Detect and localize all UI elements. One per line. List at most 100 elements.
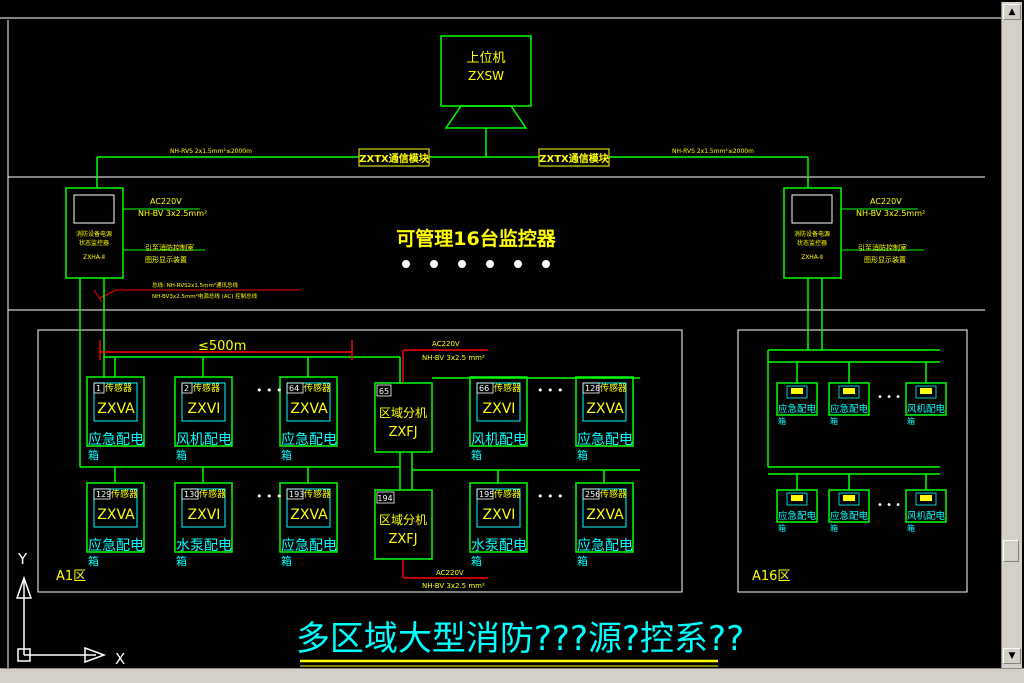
ellipsis-5: • • • (877, 392, 901, 403)
sensor-device-label: 应急配电 (281, 537, 337, 554)
mid-power-cable: NH-BV 3x2.5 mm² (422, 354, 485, 362)
splitter-1-num: 65 (379, 387, 389, 396)
left-power-cable: NH-BV 3x2.5mm² (138, 209, 207, 218)
a16-device-label: 应急配电 (778, 510, 817, 522)
sensor-device-label: 风机配电 (471, 432, 527, 448)
sensor-model: ZXVA (586, 507, 624, 523)
ucs-y-label: Y (17, 550, 28, 568)
a16-device-label: 风机配电 (907, 510, 946, 522)
sensor-model: ZXVI (483, 401, 516, 417)
sensor-tag: 传感器 (199, 488, 226, 500)
a16-device-suffix: 箱 (907, 523, 915, 533)
diagram-title: 多区域大型消防???源?控系?? (296, 619, 744, 659)
sensor-device-label: 应急配电 (88, 431, 144, 448)
sensor-number: 2 (184, 384, 189, 393)
bot-power-cable: NH-BV 3x2.5 mm² (422, 582, 485, 590)
monitor-left: 消防设备电源 状态监控器 ZXHA-Ⅱ (65, 187, 124, 279)
horizontal-scrollbar[interactable] (0, 668, 1024, 683)
sensor-tag: 传感器 (105, 382, 132, 394)
sensor-device-label: 应急配电 (577, 431, 633, 448)
sensor-tag: 传感器 (600, 488, 627, 500)
ellipsis-1: • • • (256, 384, 282, 397)
scroll-thumb[interactable] (1003, 540, 1019, 562)
scroll-up-button[interactable]: ▲ (1003, 4, 1021, 20)
zone-a1-label: A1区 (56, 569, 86, 584)
splitter-2-label: 区域分机 (379, 513, 427, 527)
monitor-left-line2: 状态监控器 (79, 239, 109, 247)
ucs-x-label: X (115, 650, 125, 668)
sensor-device-label: 应急配电 (88, 537, 144, 554)
sensor-device-suffix: 箱 (88, 448, 99, 462)
sensor-number: 128 (585, 384, 600, 393)
a16-device-label: 应急配电 (830, 510, 869, 522)
distance-label: ≤500m (198, 339, 246, 354)
ellipsis-6: • • • (877, 500, 901, 511)
sensor-device-label: 水泵配电 (176, 538, 232, 554)
right-fire-label: 引至消防控制室 (858, 243, 907, 252)
monitor-left-line1: 消防设备电源 (76, 230, 112, 238)
left-cable-label: NH-RVS 2x1.5mm²≤2000m (170, 148, 252, 155)
sensor-model: ZXVI (483, 507, 516, 523)
sensor-device-suffix: 箱 (577, 554, 588, 568)
sensor-device-suffix: 箱 (577, 448, 588, 462)
sensor-model: ZXVA (586, 401, 624, 417)
splitter-2-num: 194 (377, 494, 392, 503)
a16-device-suffix: 箱 (907, 416, 915, 426)
bot-power-label: AC220V (436, 569, 464, 577)
left-power-label: AC220V (150, 197, 182, 206)
monitor-right-line2: 状态监控器 (797, 239, 827, 247)
headline-dots (402, 260, 550, 268)
sensor-device-suffix: 箱 (176, 448, 187, 462)
sensor-device-label: 应急配电 (281, 431, 337, 448)
a16-device-suffix: 箱 (830, 416, 838, 426)
right-power-cable: NH-BV 3x2.5mm² (856, 209, 925, 218)
splitter-1-label: 区域分机 (379, 406, 427, 420)
a16-device-suffix: 箱 (778, 416, 786, 426)
ellipsis-2: • • • (537, 384, 563, 397)
sensor-device-label: 风机配电 (176, 432, 232, 448)
ucs-axis-icon: Y X (15, 550, 125, 668)
sensor-model: ZXVA (97, 401, 135, 417)
host-label: 上位机 (466, 51, 505, 66)
a16-device-suffix: 箱 (778, 523, 786, 533)
right-cable-label: NH-RVS 2x1.5mm²≤2000m (672, 148, 754, 155)
comm-module-left-label: ZXTX通信模块 (359, 152, 429, 165)
sensor-tag: 传感器 (494, 488, 521, 500)
sensor-device-suffix: 箱 (88, 554, 99, 568)
sensor-device-suffix: 箱 (281, 554, 292, 568)
headline: 可管理16台监控器 (396, 227, 556, 250)
sensor-number: 130 (184, 490, 199, 499)
comm-module-right: ZXTX通信模块 (538, 148, 610, 167)
comm-module-right-label: ZXTX通信模块 (539, 152, 609, 165)
sensor-number: 64 (289, 384, 299, 393)
monitor-right-model: ZXHA-Ⅱ (801, 254, 823, 261)
right-power-label: AC220V (870, 197, 902, 206)
red-note-1: 总线: NH-RVS2x1.5mm²通讯总线 (152, 281, 239, 289)
scroll-down-button[interactable]: ▼ (1003, 648, 1021, 664)
sensor-device-suffix: 箱 (281, 448, 292, 462)
a16-device-suffix: 箱 (830, 523, 838, 533)
sensor-tag: 传感器 (600, 382, 627, 394)
mid-power-label: AC220V (432, 340, 460, 348)
left-fire-label: 引至消防控制室 (145, 243, 194, 252)
a16-device-label: 应急配电 (778, 403, 817, 415)
vertical-scrollbar[interactable]: ▲ ▼ (1001, 2, 1022, 668)
comm-module-left: ZXTX通信模块 (358, 148, 430, 167)
red-note-2: NH-BV3x2.5mm²电源总线 (AC) 控制总线 (152, 292, 258, 300)
a16-device-label: 应急配电 (830, 403, 869, 415)
sensor-device-suffix: 箱 (176, 554, 187, 568)
